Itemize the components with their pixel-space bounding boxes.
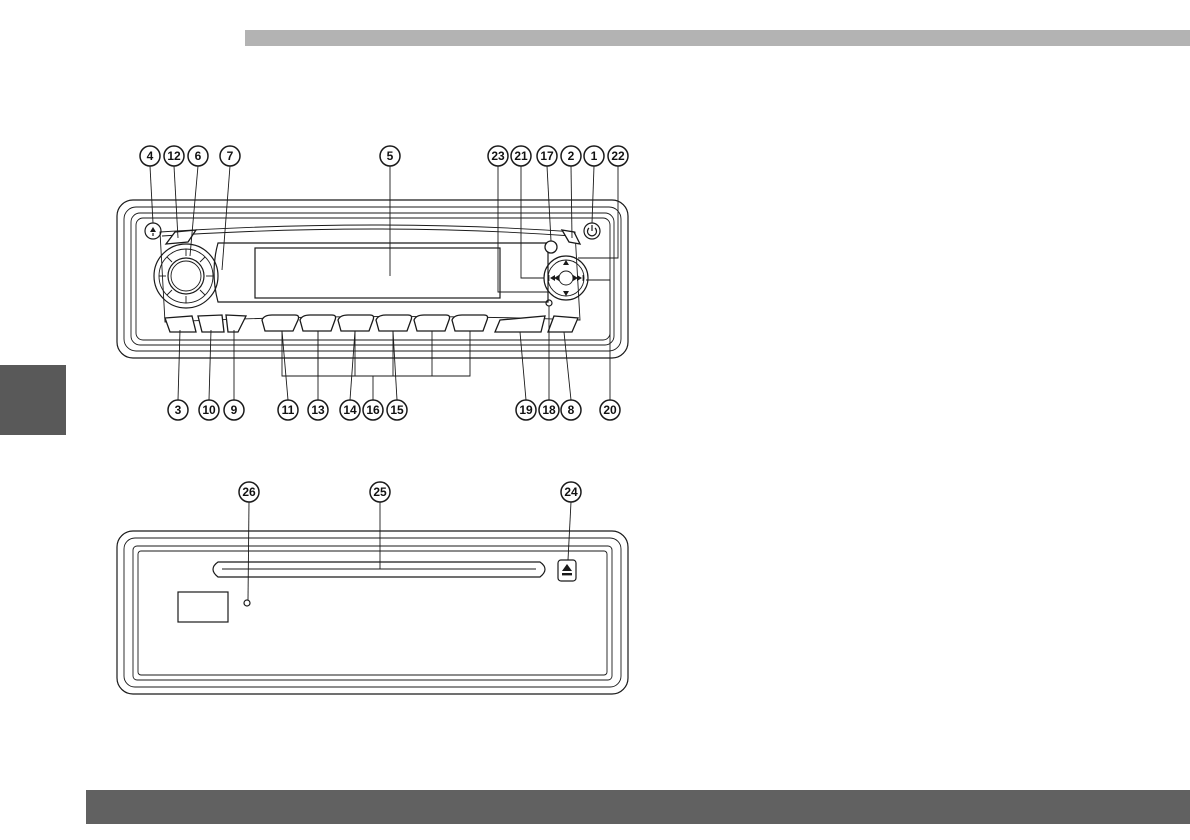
direction-pad[interactable]	[543, 255, 589, 301]
key-3[interactable]	[164, 315, 197, 333]
callouts-top: 4 12 6 7 5 23 21 17 2 1 22	[139, 145, 629, 167]
label-window	[177, 591, 229, 623]
callout-12: 12	[163, 145, 185, 167]
preset-key-1[interactable]	[261, 314, 300, 332]
key-2[interactable]	[560, 229, 582, 245]
callout-21: 21	[510, 145, 532, 167]
svg-text:15: 15	[390, 403, 404, 417]
callout-4: 4	[139, 145, 161, 167]
callout-20: 20	[599, 399, 621, 421]
svg-text:14: 14	[343, 403, 357, 417]
svg-text:1: 1	[591, 149, 598, 163]
svg-text:9: 9	[231, 403, 238, 417]
callout-3: 3	[167, 399, 189, 421]
eject-button[interactable]	[557, 559, 577, 582]
front-panel	[116, 199, 629, 359]
preset-key-4[interactable]	[375, 314, 413, 332]
svg-text:25: 25	[373, 485, 387, 499]
preset-key-2[interactable]	[299, 314, 337, 332]
svg-text:3: 3	[175, 403, 182, 417]
callout-14: 14	[339, 399, 361, 421]
svg-text:19: 19	[519, 403, 533, 417]
callout-18: 18	[538, 399, 560, 421]
key-12[interactable]	[164, 229, 198, 245]
front-leaders-bottom	[177, 279, 611, 401]
button-17[interactable]	[544, 240, 558, 254]
callout-17: 17	[536, 145, 558, 167]
key-19[interactable]	[494, 315, 546, 333]
eject-icon	[562, 564, 572, 576]
key-10[interactable]	[197, 314, 225, 333]
svg-text:6: 6	[195, 149, 202, 163]
svg-text:11: 11	[282, 403, 295, 417]
svg-text:17: 17	[540, 149, 554, 163]
callout-10: 10	[198, 399, 220, 421]
callout-22: 22	[607, 145, 629, 167]
callouts-bottom: 3 10 9 11 13 14 16 15 19 18 8 20	[167, 399, 621, 421]
svg-text:24: 24	[564, 485, 578, 499]
callout-15: 15	[386, 399, 408, 421]
arrow-down-icon	[563, 291, 569, 296]
callout-7: 7	[219, 145, 241, 167]
header-bar	[245, 30, 1190, 46]
svg-text:10: 10	[202, 403, 216, 417]
svg-text:12: 12	[167, 149, 181, 163]
svg-text:21: 21	[514, 149, 528, 163]
preset-key-5[interactable]	[413, 314, 451, 332]
key-9[interactable]	[225, 314, 248, 333]
cd-leaders	[247, 501, 572, 601]
section-tab	[0, 365, 66, 435]
preset-key-6[interactable]	[451, 314, 489, 332]
callout-1: 1	[583, 145, 605, 167]
disc-slot	[212, 561, 546, 578]
volume-knob[interactable]	[153, 243, 219, 309]
svg-text:4: 4	[147, 149, 154, 163]
svg-text:5: 5	[387, 149, 394, 163]
reset-hole[interactable]	[545, 299, 553, 307]
callout-8: 8	[560, 399, 582, 421]
release-icon	[150, 227, 156, 232]
svg-text:13: 13	[311, 403, 325, 417]
callout-24: 24	[560, 481, 582, 503]
lcd-display	[213, 242, 549, 303]
callouts-cd: 26 25 24	[238, 481, 582, 503]
svg-text:23: 23	[491, 149, 505, 163]
svg-text:20: 20	[603, 403, 617, 417]
svg-text:7: 7	[227, 149, 234, 163]
key-8[interactable]	[547, 315, 579, 333]
skip-back-icon	[548, 275, 559, 281]
svg-text:2: 2	[568, 149, 575, 163]
callout-16: 16	[362, 399, 384, 421]
preset-key-3[interactable]	[337, 314, 375, 332]
cd-reset-hole[interactable]	[243, 599, 251, 607]
svg-text:18: 18	[542, 403, 556, 417]
release-button[interactable]	[144, 222, 162, 240]
callout-25: 25	[369, 481, 391, 503]
callout-6: 6	[187, 145, 209, 167]
cd-panel	[116, 530, 629, 695]
svg-text:16: 16	[366, 403, 380, 417]
callout-26: 26	[238, 481, 260, 503]
front-leaders-top	[149, 165, 619, 293]
svg-text:26: 26	[242, 485, 256, 499]
power-icon	[586, 225, 598, 237]
callout-19: 19	[515, 399, 537, 421]
callout-5: 5	[379, 145, 401, 167]
power-button[interactable]	[583, 222, 601, 240]
skip-forward-icon	[573, 275, 584, 281]
arrow-up-icon	[563, 260, 569, 265]
callout-11: 11	[277, 399, 299, 421]
svg-text:8: 8	[568, 403, 575, 417]
callout-2: 2	[560, 145, 582, 167]
footer-bar	[86, 790, 1190, 824]
callout-13: 13	[307, 399, 329, 421]
callout-9: 9	[223, 399, 245, 421]
callout-23: 23	[487, 145, 509, 167]
svg-text:22: 22	[611, 149, 625, 163]
